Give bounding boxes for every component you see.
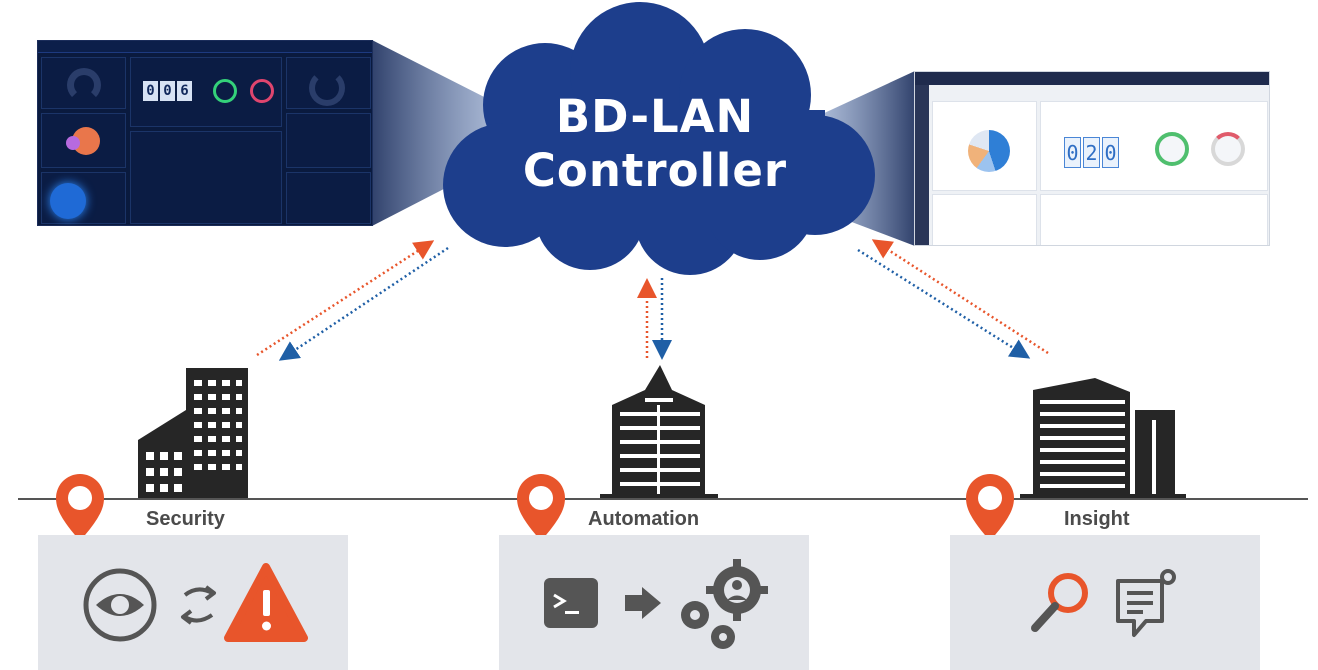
sync-icon [181, 585, 216, 625]
left-dashboard-panel [286, 172, 371, 224]
half-donut-chart [67, 68, 101, 102]
counter-digit: 0 [1102, 137, 1119, 168]
controller-title-line2: Controller [522, 144, 788, 197]
eye-icon [83, 568, 157, 642]
right-device-counter: 0 2 0 [1064, 137, 1119, 168]
left-arrows [256, 240, 449, 361]
center-arrows [637, 278, 672, 360]
left-dashboard-topbar [38, 41, 372, 53]
center-building-icon [600, 365, 718, 498]
online-gauge [1155, 132, 1189, 166]
security-feature-box [38, 535, 348, 670]
counter-digit: 6 [177, 81, 192, 101]
pie-chart [968, 130, 1010, 172]
right-dashboard-sidebar [915, 85, 929, 245]
category-label-security: Security [146, 508, 225, 530]
gears-icon [681, 559, 768, 649]
globe-icon [50, 183, 86, 219]
left-dashboard-topology-panel [130, 131, 282, 224]
offline-gauge [250, 79, 274, 103]
right-arrows [857, 239, 1049, 359]
category-label-insight: Insight [1064, 508, 1130, 530]
counter-digit: 0 [1064, 137, 1081, 168]
right-dashboard-alarm-table [1040, 194, 1268, 245]
left-device-counter: 0 0 6 [143, 81, 192, 101]
arrow-right-icon [625, 587, 661, 619]
insight-feature-box [950, 535, 1260, 670]
half-donut-chart [309, 70, 345, 106]
left-building-icon [138, 368, 248, 498]
left-dashboard-panel [41, 172, 126, 224]
bubble-chart [66, 136, 80, 150]
left-beam [372, 40, 500, 226]
right-dashboard-card [932, 101, 1037, 191]
security-icons [83, 563, 308, 642]
right-dashboard-screenshot: 0 2 0 [914, 71, 1270, 246]
search-icon [1031, 573, 1088, 632]
cloud-shape [443, 2, 875, 275]
left-dashboard-panel [286, 57, 371, 109]
terminal-icon [544, 578, 598, 628]
left-dashboard-panel [286, 113, 371, 168]
automation-icons [544, 559, 768, 649]
counter-digit: 0 [143, 81, 158, 101]
warning-icon [224, 563, 308, 642]
right-building-icon [1020, 378, 1186, 498]
feedback-icon [1116, 569, 1176, 637]
counter-digit: 0 [160, 81, 175, 101]
ground-line [18, 498, 1308, 500]
controller-title: BD-LAN Controller [490, 90, 820, 198]
category-label-automation: Automation [588, 508, 700, 530]
offline-gauge [1211, 132, 1245, 166]
left-dashboard-screenshot: 0 0 6 [37, 40, 373, 226]
controller-title-line1: BD-LAN [555, 90, 755, 143]
left-dashboard-panel [41, 113, 126, 168]
insight-icons [1031, 569, 1176, 637]
right-dashboard-navbar [915, 72, 1269, 85]
left-dashboard-panel [41, 57, 126, 109]
right-dashboard-card [932, 194, 1037, 245]
counter-digit: 2 [1083, 137, 1100, 168]
online-gauge [213, 79, 237, 103]
automation-feature-box [499, 535, 809, 670]
